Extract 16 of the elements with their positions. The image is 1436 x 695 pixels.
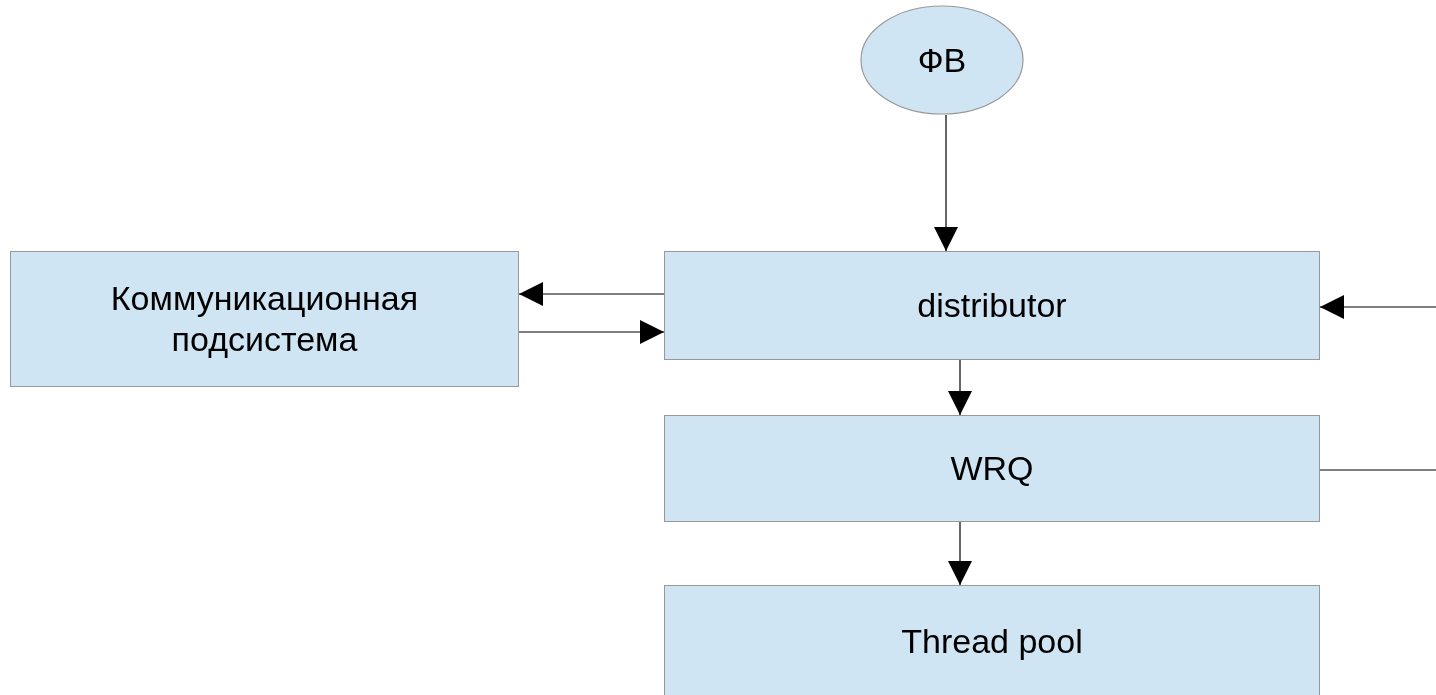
arrow — [518, 320, 665, 344]
node-label: Thread pool — [901, 620, 1083, 662]
node-label: WRQ — [950, 448, 1034, 489]
arrow — [518, 282, 665, 306]
arrow — [948, 359, 972, 416]
process-box — [10, 251, 519, 387]
ellipse-node — [860, 5, 1024, 115]
arrow — [948, 521, 972, 586]
arrow — [1319, 295, 1436, 319]
node-label: ФВ — [917, 39, 967, 81]
arrow — [934, 114, 958, 252]
node-label: distributor — [917, 285, 1067, 326]
process-box — [664, 415, 1320, 522]
node-label: Коммуникационная подсистема — [109, 278, 420, 360]
process-box — [664, 585, 1320, 695]
process-box — [664, 251, 1320, 360]
